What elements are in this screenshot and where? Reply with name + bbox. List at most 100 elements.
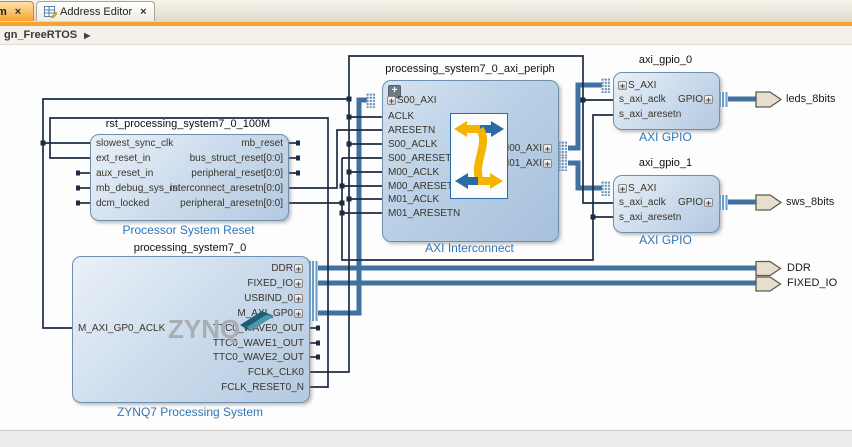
- ext-label-leds[interactable]: leds_8bits: [786, 93, 836, 105]
- m00-axi-connector[interactable]: [558, 141, 567, 156]
- expand-port-icon[interactable]: +: [618, 184, 627, 194]
- port-aclk[interactable]: ACLK: [388, 111, 415, 122]
- port-dcm-locked[interactable]: dcm_locked: [96, 198, 150, 209]
- expand-block-button[interactable]: +: [388, 85, 401, 98]
- block-type-axi-periph: AXI Interconnect: [425, 241, 514, 255]
- block-title-gpio1[interactable]: axi_gpio_1: [638, 157, 693, 169]
- expand-port-icon[interactable]: +: [387, 96, 396, 106]
- block-type-rst: Processor System Reset: [122, 223, 255, 237]
- axi-interconnect-icon: [450, 113, 508, 199]
- port-ttc0-wave0-out[interactable]: TTC0_WAVE0_OUT: [212, 323, 304, 334]
- close-icon[interactable]: ×: [14, 5, 22, 18]
- block-gpio1[interactable]: +S_AXI s_axi_aclk s_axi_aresetn GPIO+: [613, 175, 720, 233]
- tab-bar: m × Address Editor ×: [0, 0, 852, 22]
- port-label: M00_AXI: [500, 143, 542, 154]
- tab-address-editor-label: Address Editor: [60, 5, 133, 18]
- expand-port-icon[interactable]: +: [618, 81, 627, 91]
- port-mb-debug-sys-rst[interactable]: mb_debug_sys_rst: [96, 183, 181, 194]
- port-s-axi-aclk[interactable]: s_axi_aclk: [619, 197, 666, 208]
- port-m00-aclk[interactable]: M00_ACLK: [388, 167, 440, 178]
- block-rst[interactable]: slowest_sync_clk ext_reset_in aux_reset_…: [90, 134, 289, 221]
- block-type-gpio1: AXI GPIO: [639, 233, 692, 247]
- expand-port-icon[interactable]: +: [543, 144, 552, 154]
- block-type-gpio0: AXI GPIO: [639, 130, 692, 144]
- port-s-axi-aresetn[interactable]: s_axi_aresetn: [619, 109, 682, 120]
- port-s00-axi[interactable]: +S00_AXI: [386, 94, 436, 107]
- block-title-axi-periph[interactable]: processing_system7_0_axi_periph: [385, 63, 555, 75]
- block-title-gpio0[interactable]: axi_gpio_0: [638, 54, 693, 66]
- port-ttc0-wave1-out[interactable]: TTC0_WAVE1_OUT: [212, 338, 304, 349]
- expand-port-icon[interactable]: +: [294, 264, 303, 274]
- gpio1-bus-connector[interactable]: [719, 195, 728, 210]
- port-peripheral-reset[interactable]: peripheral_reset[0:0]: [191, 168, 283, 179]
- port-ttc0-wave2-out[interactable]: TTC0_WAVE2_OUT: [212, 352, 304, 363]
- port-slowest-sync-clk[interactable]: slowest_sync_clk: [96, 138, 174, 149]
- port-m01-aresetn[interactable]: M01_ARESETN: [388, 208, 461, 219]
- usbind-bus-connector[interactable]: [309, 291, 318, 306]
- port-ext-reset-in[interactable]: ext_reset_in: [96, 153, 151, 164]
- ext-port-leds: [755, 91, 783, 108]
- port-peripheral-aresetn[interactable]: peripheral_aresetn[0:0]: [180, 198, 283, 209]
- ext-port-ddr: [755, 260, 782, 277]
- port-s-axi[interactable]: +S_AXI: [617, 182, 656, 195]
- tab-address-editor[interactable]: Address Editor ×: [36, 1, 155, 21]
- port-label: USBIND_0: [244, 293, 293, 304]
- bottom-strip: [0, 430, 852, 447]
- expand-port-icon[interactable]: +: [704, 198, 713, 208]
- port-interconnect-aresetn[interactable]: interconnect_aresetn[0:0]: [170, 183, 283, 194]
- breadcrumb[interactable]: gn_FreeRTOS ▶: [0, 26, 852, 45]
- ext-port-sws: [755, 194, 783, 211]
- ext-label-ddr[interactable]: DDR: [787, 262, 811, 274]
- signal-wires[interactable]: [42, 55, 613, 388]
- port-s-axi-aclk[interactable]: s_axi_aclk: [619, 94, 666, 105]
- expand-port-icon[interactable]: +: [294, 294, 303, 304]
- gpio1-s-axi-connector[interactable]: [601, 181, 610, 196]
- port-gpio[interactable]: GPIO+: [678, 93, 714, 106]
- port-fclk-clk0[interactable]: FCLK_CLK0: [247, 367, 304, 378]
- port-s00-aresetn[interactable]: S00_ARESETN: [388, 153, 459, 164]
- expand-port-icon[interactable]: +: [294, 309, 303, 319]
- port-fclk-reset0-n[interactable]: FCLK_RESET0_N: [221, 382, 304, 393]
- expand-port-icon[interactable]: +: [294, 279, 303, 289]
- port-m01-axi[interactable]: M01_AXI+: [501, 157, 553, 170]
- ddr-bus-connector[interactable]: [309, 261, 318, 276]
- block-title-ps7[interactable]: processing_system7_0: [133, 242, 247, 254]
- port-s00-aclk[interactable]: S00_ACLK: [388, 139, 438, 150]
- port-label: GPIO: [677, 197, 703, 208]
- port-m-axi-gp0-aclk[interactable]: M_AXI_GP0_ACLK: [78, 323, 166, 334]
- port-aux-reset-in[interactable]: aux_reset_in: [96, 168, 154, 179]
- port-fixed-io[interactable]: FIXED_IO+: [247, 277, 304, 290]
- ext-label-fixed-io[interactable]: FIXED_IO: [787, 277, 838, 289]
- ext-label-sws[interactable]: sws_8bits: [786, 196, 835, 208]
- expand-port-icon[interactable]: +: [543, 159, 552, 169]
- port-usbind-0[interactable]: USBIND_0+: [244, 292, 304, 305]
- gpio0-bus-connector[interactable]: [719, 92, 728, 107]
- port-aresetn[interactable]: ARESETN: [388, 125, 436, 136]
- port-ddr[interactable]: DDR+: [271, 262, 304, 275]
- port-label: GPIO: [677, 94, 703, 105]
- fixed-io-bus-connector[interactable]: [309, 276, 318, 291]
- port-m00-aresetn[interactable]: M00_ARESETN: [388, 181, 461, 192]
- block-title-rst[interactable]: rst_processing_system7_0_100M: [105, 118, 271, 130]
- m01-axi-connector[interactable]: [558, 156, 567, 171]
- tab-diagram[interactable]: m ×: [0, 1, 34, 21]
- s00-axi-connector[interactable]: [366, 93, 375, 108]
- port-gpio[interactable]: GPIO+: [678, 196, 714, 209]
- port-m01-aclk[interactable]: M01_ACLK: [388, 194, 440, 205]
- block-ps7[interactable]: M_AXI_GP0_ACLK DDR+ FIXED_IO+ USBIND_0+ …: [72, 256, 310, 403]
- close-icon[interactable]: ×: [140, 5, 147, 18]
- port-mb-reset[interactable]: mb_reset: [241, 138, 283, 149]
- wire-aresetn-trunk: [341, 114, 613, 261]
- wire-junction-dots: [40, 96, 596, 220]
- port-s-axi-aresetn[interactable]: s_axi_aresetn: [619, 212, 682, 223]
- block-gpio0[interactable]: +S_AXI s_axi_aclk s_axi_aresetn GPIO+: [613, 72, 720, 130]
- external-port-symbols[interactable]: [755, 91, 783, 292]
- port-m00-axi[interactable]: M00_AXI+: [501, 142, 553, 155]
- port-bus-struct-reset[interactable]: bus_struct_reset[0:0]: [189, 153, 283, 164]
- expand-port-icon[interactable]: +: [704, 95, 713, 105]
- port-s-axi[interactable]: +S_AXI: [617, 79, 656, 92]
- zynq-swoosh-icon: [240, 311, 274, 331]
- gpio0-s-axi-connector[interactable]: [601, 78, 610, 93]
- m-axi-gp0-bus-connector[interactable]: [309, 306, 318, 321]
- wire-fclk-reset: [49, 117, 329, 388]
